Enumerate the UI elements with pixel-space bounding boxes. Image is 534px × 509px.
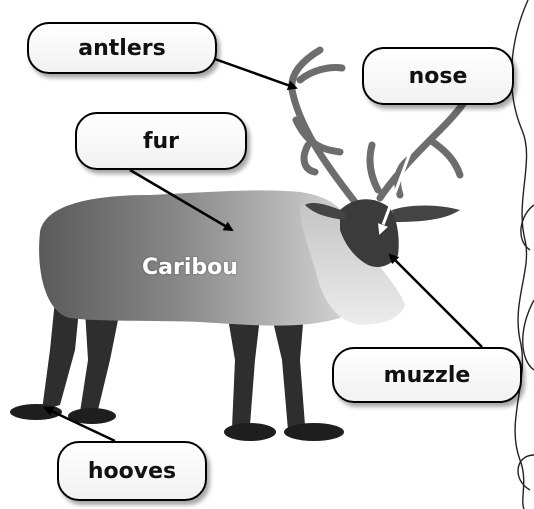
fur-label: fur	[75, 112, 247, 170]
animal-name-caption: Caribou	[142, 255, 238, 280]
muzzle-pointer	[390, 255, 482, 347]
nose-label: nose	[362, 47, 514, 105]
hooves-label: hooves	[57, 441, 207, 501]
ear-right-shape	[392, 206, 460, 223]
antlers-label: antlers	[27, 22, 217, 74]
antlers-pointer	[212, 58, 296, 88]
decorative-border	[512, 0, 534, 509]
muzzle-label: muzzle	[332, 347, 522, 403]
